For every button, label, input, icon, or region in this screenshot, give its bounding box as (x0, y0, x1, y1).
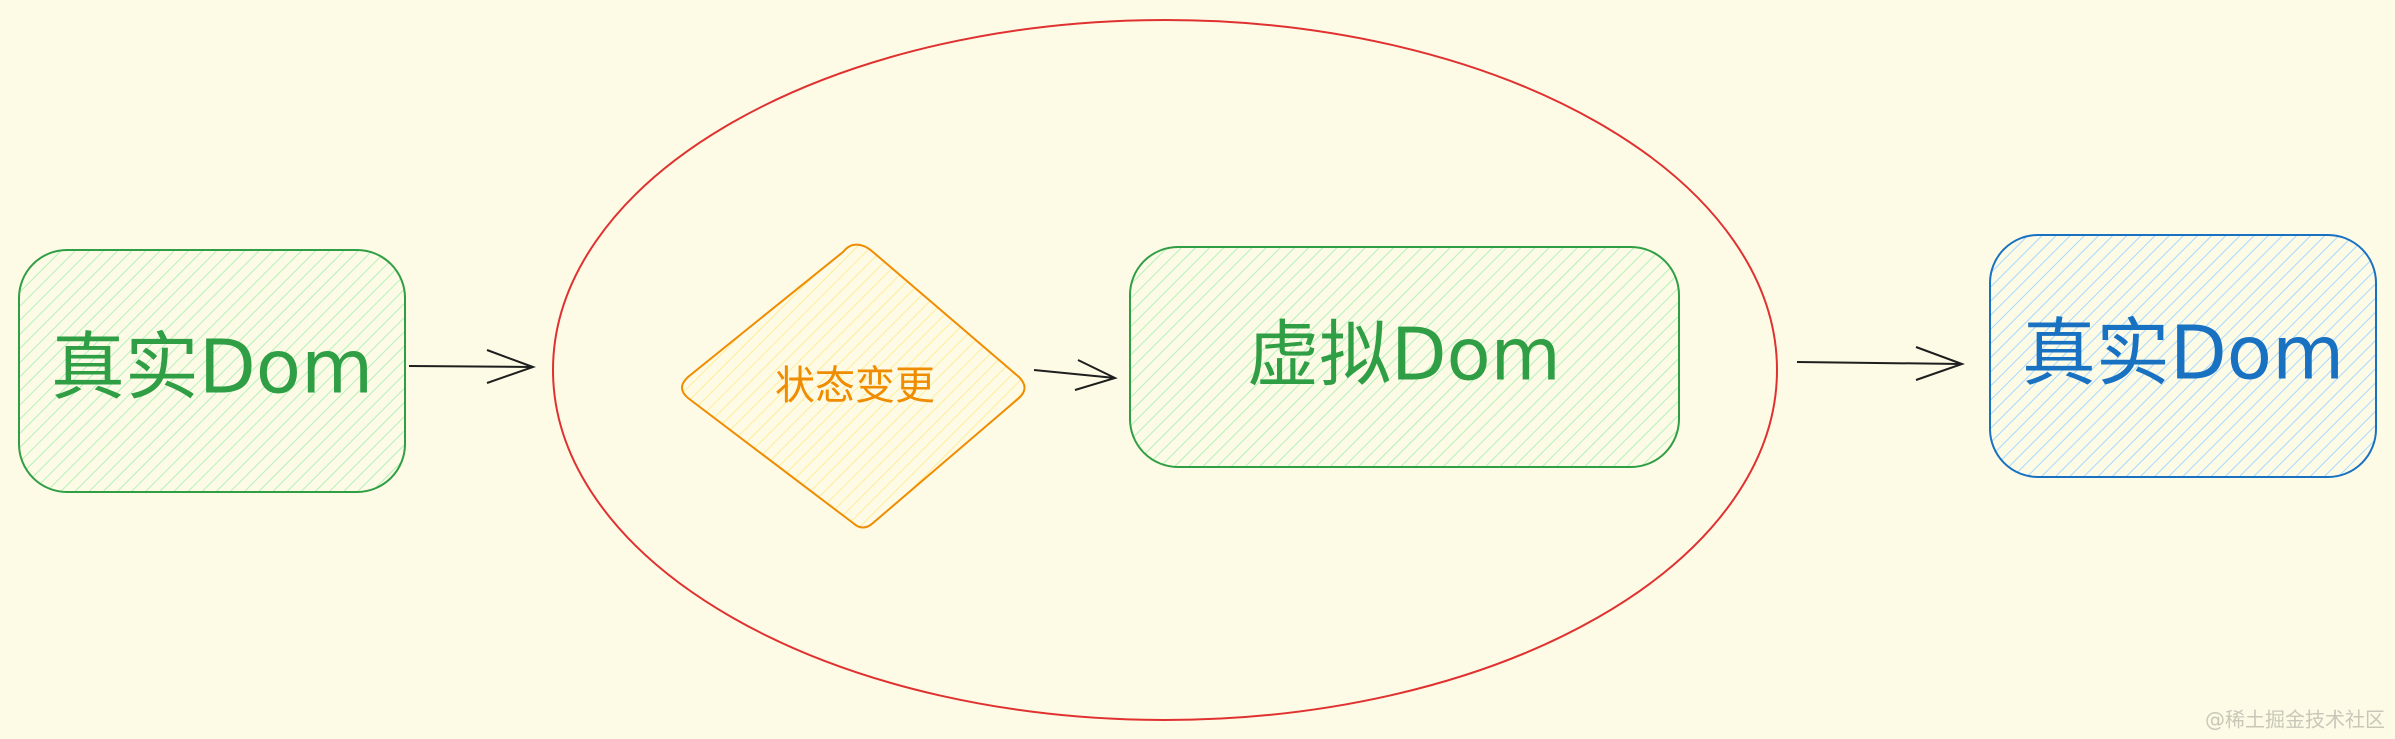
virtual-dom-label: 虚拟Dom (1247, 313, 1561, 397)
boundary-ellipse (552, 19, 1778, 721)
real-dom-box-left[interactable]: 真实Dom (18, 249, 406, 493)
arrow-virtual-to-real (1796, 346, 1965, 381)
arrow-state-to-virtual (1033, 359, 1118, 391)
virtual-dom-box[interactable]: 虚拟Dom (1129, 246, 1680, 468)
state-change-diamond[interactable]: 状态变更 (681, 243, 1026, 529)
real-dom-box-right[interactable]: 真实Dom (1989, 234, 2377, 478)
state-change-label: 状态变更 (775, 363, 935, 409)
real-dom-right-label: 真实Dom (2022, 311, 2344, 397)
arrow-real-to-state (408, 349, 536, 384)
real-dom-left-label: 真实Dom (51, 325, 373, 411)
watermark-text: @稀土掘金技术社区 (2205, 708, 2385, 732)
